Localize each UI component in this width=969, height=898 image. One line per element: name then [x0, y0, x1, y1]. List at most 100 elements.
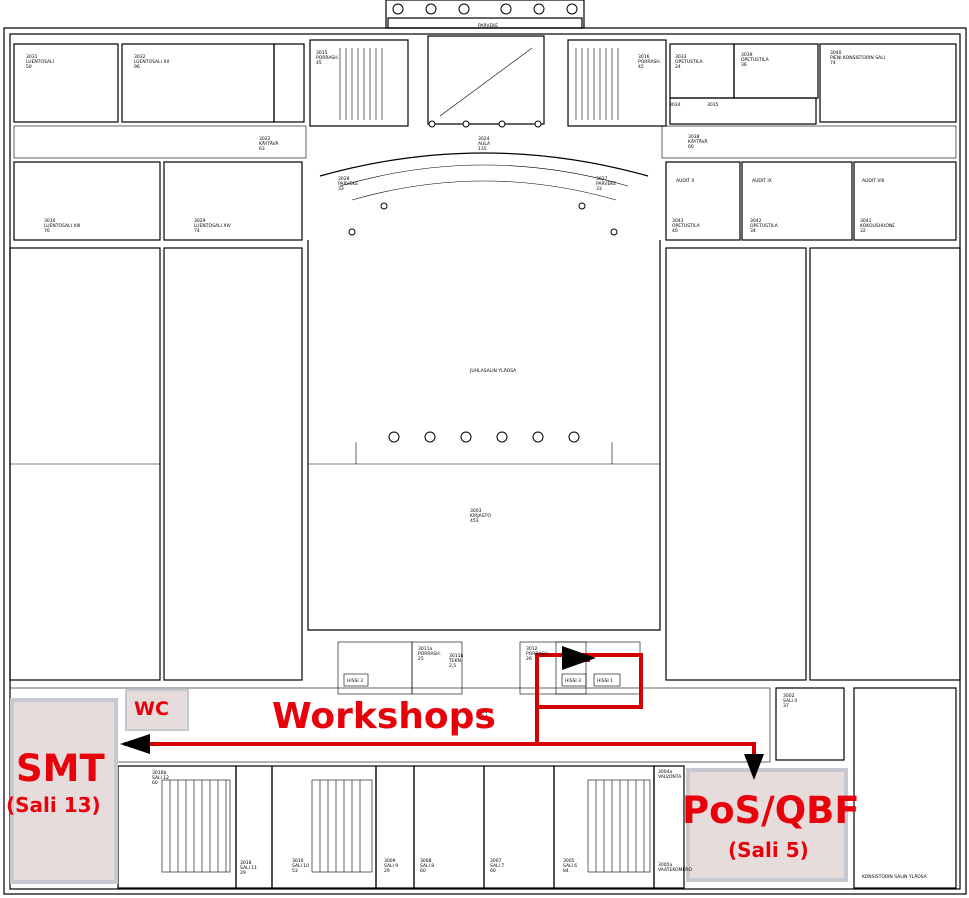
label-3015: 3015 [316, 50, 328, 56]
label-3015-seats: 45 [316, 60, 322, 66]
label-3005a: 3005a [658, 862, 672, 868]
label-3029-seats: 74 [194, 228, 200, 234]
label-hissi-3b: HISSI 3 [565, 678, 581, 684]
label-3028-seats: 33 [338, 186, 344, 192]
label-3024-name: AULA [478, 141, 491, 147]
label-3031: 3031 [26, 54, 38, 60]
label-3011b-name: TEKN. [448, 658, 462, 664]
label-3022-name: KÄYTÄVÄ [259, 140, 279, 147]
label-konsistorin: KONSISTORIN SALIN YLÄOSA [862, 873, 928, 880]
label-3018-name: SALI 11 [240, 865, 257, 871]
label-3003-name: KIRJASTO [470, 513, 491, 519]
label-3038-seats: 60 [688, 144, 694, 150]
label-3003: 3003 [470, 508, 482, 514]
pos-label: PoS/QBF [682, 789, 860, 832]
columns [348, 3, 618, 443]
label-3012-seats: 26 [526, 656, 532, 662]
label-3039-seats: 36 [741, 62, 747, 68]
label-3009-name: SALI 9 [384, 863, 398, 869]
label-3027-name: PARVEKE [596, 181, 616, 187]
label-hissi-3a: HISSI 3 [347, 678, 363, 684]
label-3022-seats: 63 [259, 146, 265, 152]
label-3030-seats: 76 [44, 228, 50, 234]
label-3030: 3030 [44, 218, 56, 224]
label-3007-seats: 60 [490, 868, 496, 874]
pos-room-highlight [686, 768, 848, 882]
label-3010-name: SALI 10 [292, 863, 309, 869]
route-path [120, 646, 764, 780]
label-3031-name: LUENTOSALI [26, 59, 54, 65]
room-labels: PARVEKE 3031 LUENTOSALI 50 3032 LUENTOSA… [26, 23, 928, 880]
label-3016b: 3016b [152, 770, 166, 776]
label-parveke: PARVEKE [478, 23, 498, 29]
label-3034: 3034 [669, 102, 681, 108]
label-3004a: 3004a [658, 769, 672, 775]
label-3010: 3010 [292, 858, 304, 864]
label-3011a-seats: 25 [418, 656, 424, 662]
label-3039-name: OPETUSTILA [741, 57, 770, 63]
label-3033-seats: 24 [675, 64, 681, 70]
label-3018-seats: 29 [240, 870, 246, 876]
label-audit-x: AUDIT X [676, 178, 694, 184]
label-3016-name: PORRASH. [638, 59, 661, 65]
label-3005a-name: VAATEKOMERO [658, 867, 692, 873]
label-3002-seats: 37 [783, 703, 789, 709]
pos-room-label: (Sali 5) [728, 838, 809, 862]
arrow-to-pos-icon [744, 754, 764, 780]
label-3004a-name: VALVONTA [658, 774, 682, 780]
building-walls [3, 0, 967, 895]
label-3009: 3009 [384, 858, 396, 864]
label-juhlasali: JUHLASALIN YLÄOSA [469, 367, 517, 374]
label-3016b-name: SALI 12 [152, 775, 169, 781]
label-3007: 3007 [490, 858, 502, 864]
label-3040: 3040 [830, 50, 842, 56]
label-3005: 3005 [563, 858, 575, 864]
venue-labels: Workshops WC SMT (Sali 13) PoS/QBF (Sali… [6, 696, 860, 862]
label-3007-name: SALI 7 [490, 863, 504, 869]
label-3040-name: PIENI KONSISTORIN SALI [830, 55, 885, 61]
label-3043: 3043 [672, 218, 684, 224]
label-3030-name: LUENTOSALI XIII [44, 223, 80, 229]
arrow-to-smt-icon [120, 734, 150, 754]
label-3008-name: SALI 8 [420, 863, 434, 869]
label-3024: 3024 [478, 136, 490, 142]
label-3010-seats: 53 [292, 868, 298, 874]
label-3016: 3016 [638, 54, 650, 60]
label-3039: 3039 [741, 52, 753, 58]
label-3001-name: AULA [476, 714, 489, 720]
label-3043-seats: 40 [672, 228, 678, 234]
label-3032: 3032 [134, 54, 146, 60]
label-3001: 3001 [476, 709, 488, 715]
label-3008: 3008 [420, 858, 432, 864]
label-3022: 3022 [259, 136, 271, 142]
arrow-to-lift-icon [562, 646, 596, 670]
label-3015-name: PORRASH. [316, 55, 339, 61]
label-3032-seats: 96 [134, 64, 140, 70]
label-3012-name: PORRASH. [526, 651, 549, 657]
label-3016-seats: 45 [638, 64, 644, 70]
label-3011a: 3011a [418, 646, 432, 652]
label-3038: 3038 [688, 134, 700, 140]
label-3011b: 3011b [449, 653, 463, 659]
label-3003-seats: 453 [470, 518, 479, 524]
label-3033-name: OPETUSTILA [675, 59, 704, 65]
smt-label: SMT [16, 747, 105, 790]
label-audit-ix: AUDIT IX [752, 178, 772, 184]
label-3012: 3012 [526, 646, 538, 652]
wc-label: WC [134, 698, 169, 720]
label-3011a-name: PORRASH. [418, 651, 441, 657]
label-audit-viii: AUDIT VIII [862, 178, 884, 184]
label-3033: 3033 [675, 54, 687, 60]
label-3027-seats: 33 [596, 186, 602, 192]
label-3009-seats: 29 [384, 868, 390, 874]
label-3035: 3035 [707, 102, 719, 108]
label-3008-seats: 60 [420, 868, 426, 874]
label-3042-seats: 34 [750, 228, 756, 234]
label-3031-seats: 50 [26, 64, 32, 70]
label-3041: 3041 [860, 218, 872, 224]
label-3040-seats: 74 [830, 60, 836, 66]
label-3029-name: LUENTOSALI XIV [194, 223, 232, 229]
label-hissi-1: HISSI 1 [597, 678, 613, 684]
smt-room-label: (Sali 13) [6, 793, 101, 817]
